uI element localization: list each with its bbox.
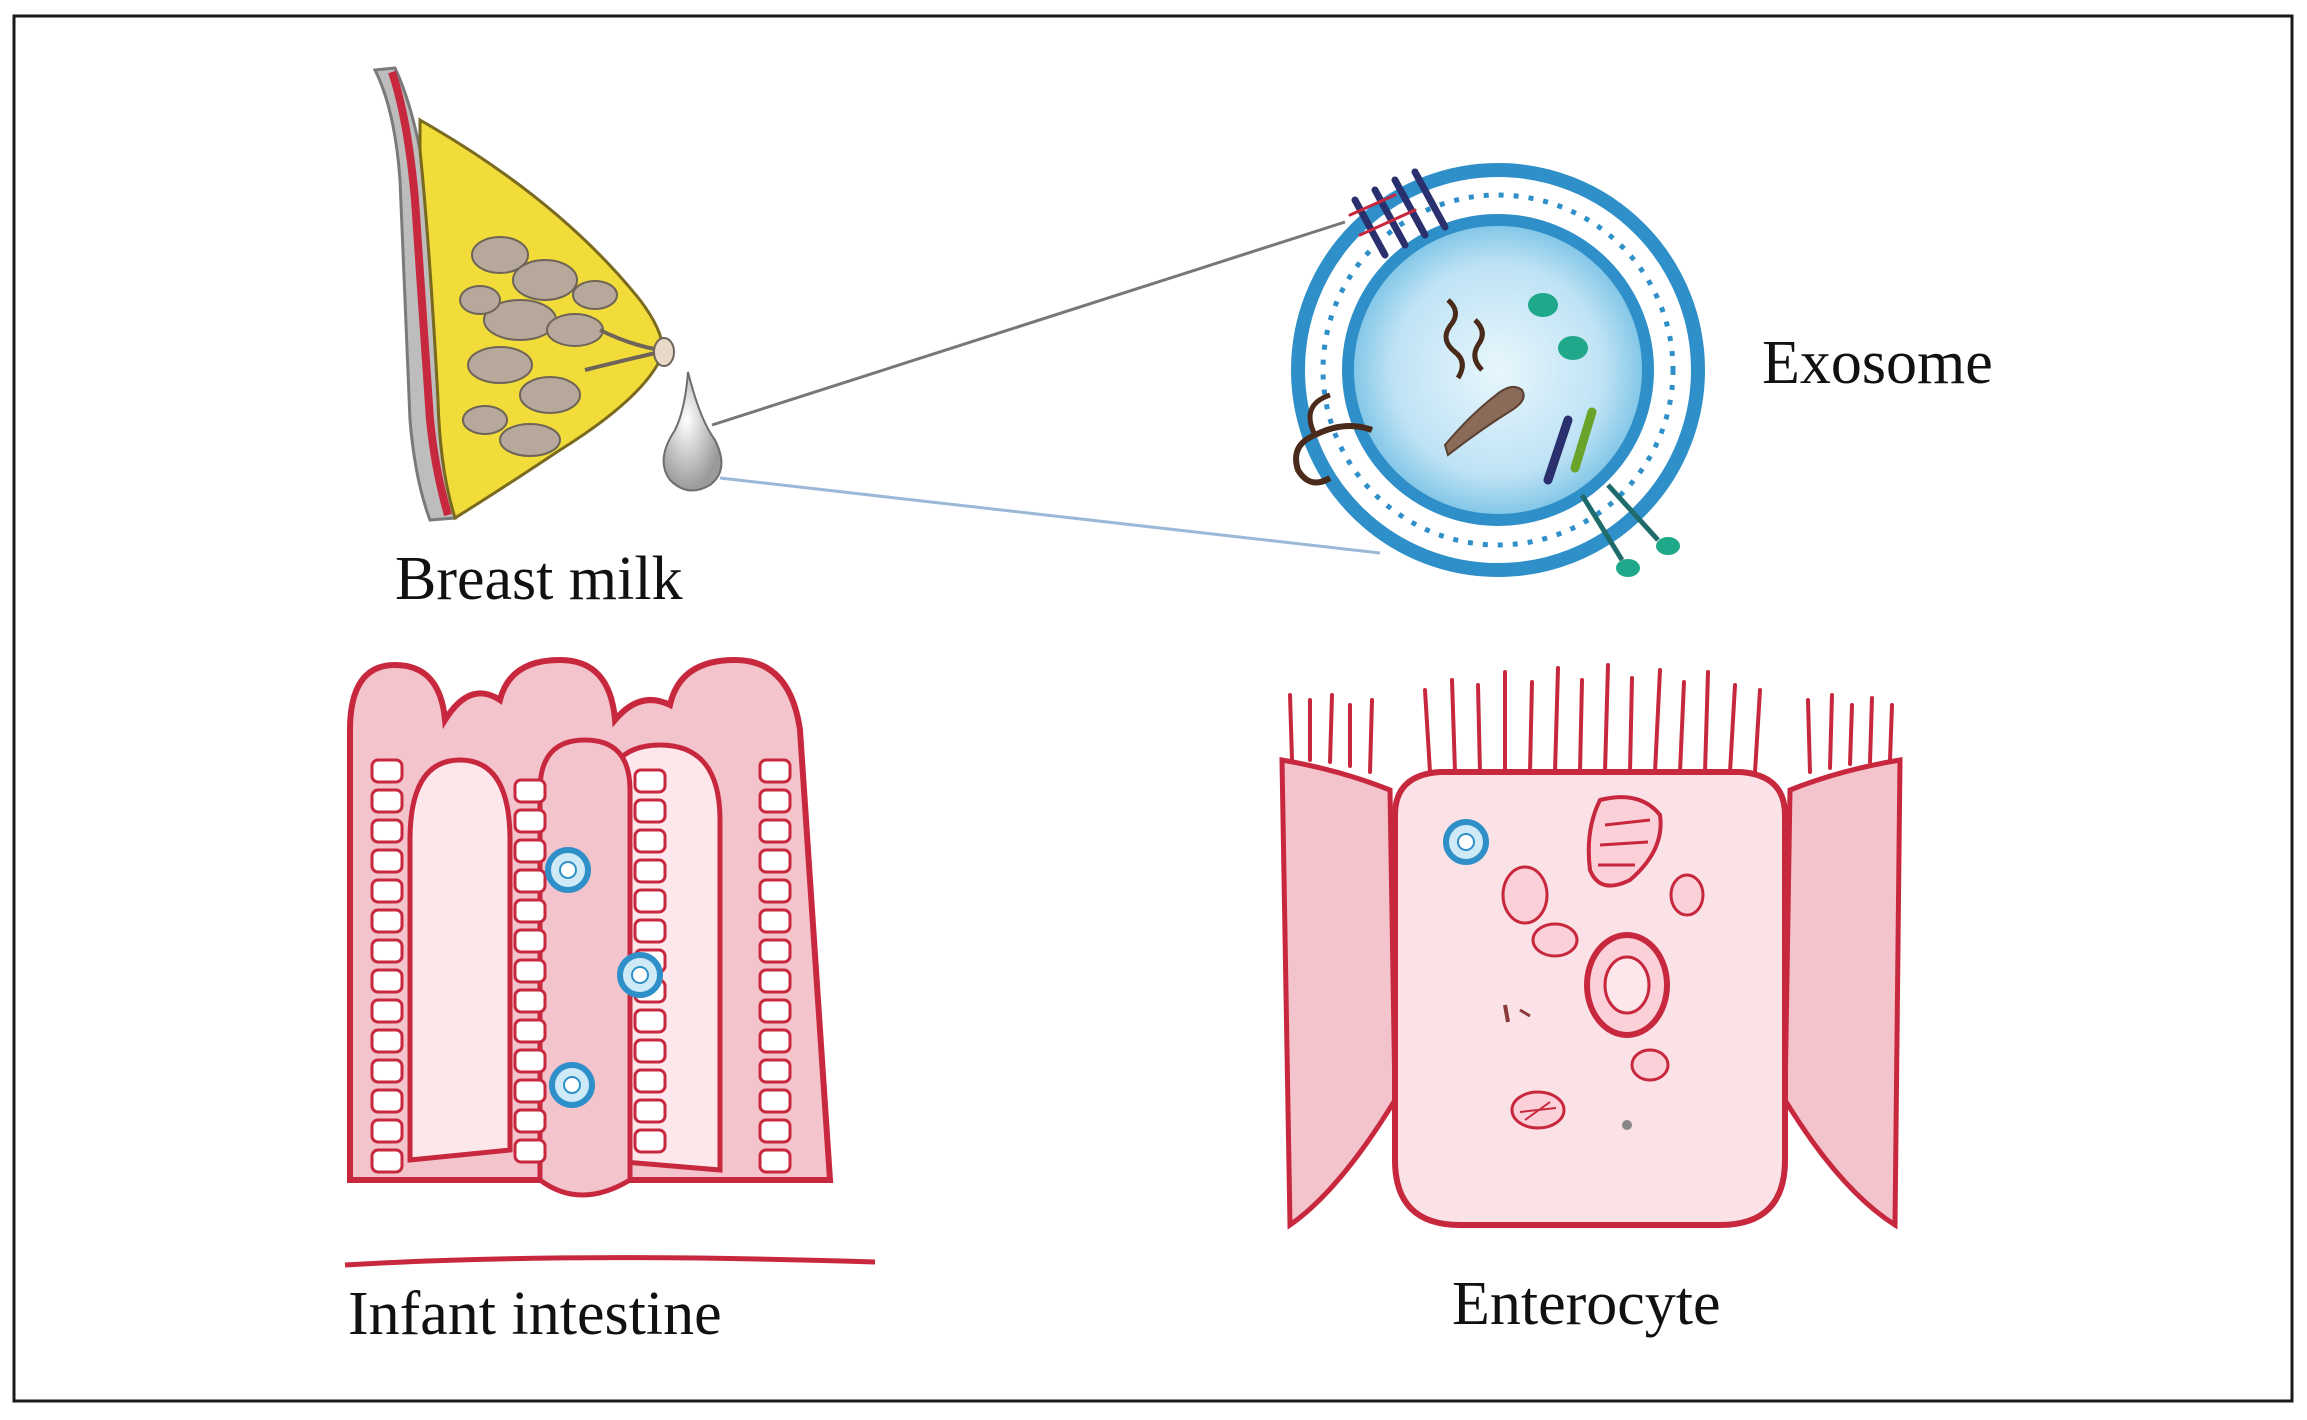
connector-line-bottom bbox=[719, 476, 1381, 555]
connector-line-top bbox=[711, 220, 1346, 427]
enterocyte-illustration bbox=[1279, 663, 1903, 1230]
milk-drop-icon bbox=[662, 371, 723, 492]
label-breast-milk: Breast milk bbox=[395, 545, 683, 613]
intestine-villi-illustration bbox=[245, 640, 876, 1268]
label-infant-intestine: Infant intestine bbox=[348, 1280, 722, 1348]
breast-illustration bbox=[372, 66, 675, 522]
label-enterocyte: Enterocyte bbox=[1452, 1270, 1721, 1338]
label-exosome: Exosome bbox=[1762, 329, 1993, 397]
exosome-illustration bbox=[1291, 163, 1705, 577]
figure-frame bbox=[12, 14, 2294, 1403]
